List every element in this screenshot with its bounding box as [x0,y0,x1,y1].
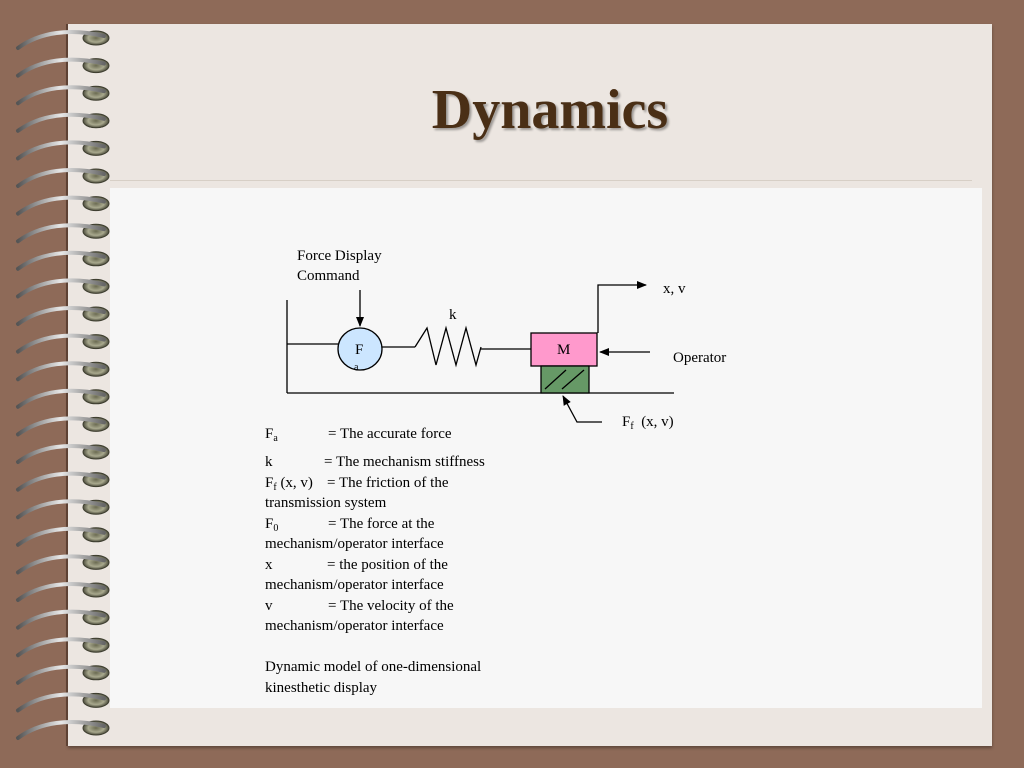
legend-desc-f0-cont: mechanism/operator interface [265,536,444,552]
binding-ring [16,664,110,685]
binding-ring [16,223,110,244]
force-node-sub-label: a [354,362,359,373]
legend-fa-symbol: F [265,426,274,442]
legend-desc-f0: = The force at the [328,515,435,532]
legend-fa-sub: a [273,433,278,444]
binding-ring [16,361,110,382]
binding-ring [16,720,110,740]
operator-label: Operator [673,350,727,366]
legend-desc-v-cont: mechanism/operator interface [265,618,444,634]
legend-symbol-f0: F0 [265,514,278,540]
slide-title: Dynamics [431,79,669,141]
force-node-label: F [355,342,364,358]
binding-ring [16,637,110,658]
legend-symbol-ff: Ff (x, v) [265,473,313,499]
legend-desc-v: = The velocity of the [328,597,454,614]
legend-desc-ff-cont: transmission system [265,495,387,511]
legend-symbol-v: v [265,597,273,614]
spiral-binding [16,30,110,740]
spring-label: k [449,307,457,323]
legend-f0-symbol: F [265,515,274,532]
command-label-line2: Command [297,268,360,284]
legend-desc-x: = the position of the [327,556,448,573]
spring [414,325,482,368]
command-label-line1: Force Display [297,248,382,264]
mass-label: M [557,342,571,358]
legend-symbol-x: x [265,556,273,573]
binding-ring [16,30,110,50]
binding-ring [16,85,110,106]
binding-ring [16,250,110,271]
binding-ring [16,306,110,326]
binding-ring [16,692,110,713]
legend-f0-sub: 0 [273,522,279,534]
binding-ring [16,582,110,602]
legend-symbol-fa: Fa [265,424,278,450]
friction-arrow [562,395,602,423]
binding-ring [16,416,110,437]
binding-ring [16,554,110,575]
binding-ring [16,609,110,630]
binding-ring [16,168,110,188]
binding-ring [16,444,110,464]
legend-ff-symbol: F [265,474,274,491]
friction-label-sub: f [630,421,634,432]
diagram-caption-line1: Dynamic model of one-dimensional [265,659,482,675]
legend-desc-fa: = The accurate force [328,426,452,442]
binding-ring [16,333,110,354]
content-panel [110,188,982,708]
force-node [337,327,383,371]
binding-ring [16,499,110,520]
output-arrow [597,281,647,333]
binding-ring [16,140,110,161]
title-divider [110,180,972,181]
legend-symbol-k: k [265,454,273,470]
friction-hatch-1 [544,369,567,390]
binding-ring [16,57,110,78]
diagram-caption-line2: kinesthetic display [265,679,378,696]
friction-label-main: F [622,414,631,430]
legend-desc-ff: = The friction of the [327,474,449,491]
friction-hatch-2 [561,369,585,390]
friction-label-args: (x, v) [641,414,674,430]
binding-ring [16,388,110,409]
output-label: x, v [663,281,686,297]
legend-ff-sub: f [273,481,277,493]
binding-ring [16,278,110,299]
legend-ff-args: (x, v) [280,474,313,491]
binding-ring [16,112,110,133]
legend-desc-k: = The mechanism stiffness [324,454,485,470]
friction-label: Ff (x, v) [622,412,674,437]
binding-ring [16,526,110,547]
binding-ring [16,195,110,216]
legend-desc-x-cont: mechanism/operator interface [265,577,444,593]
binding-ring [16,471,110,492]
